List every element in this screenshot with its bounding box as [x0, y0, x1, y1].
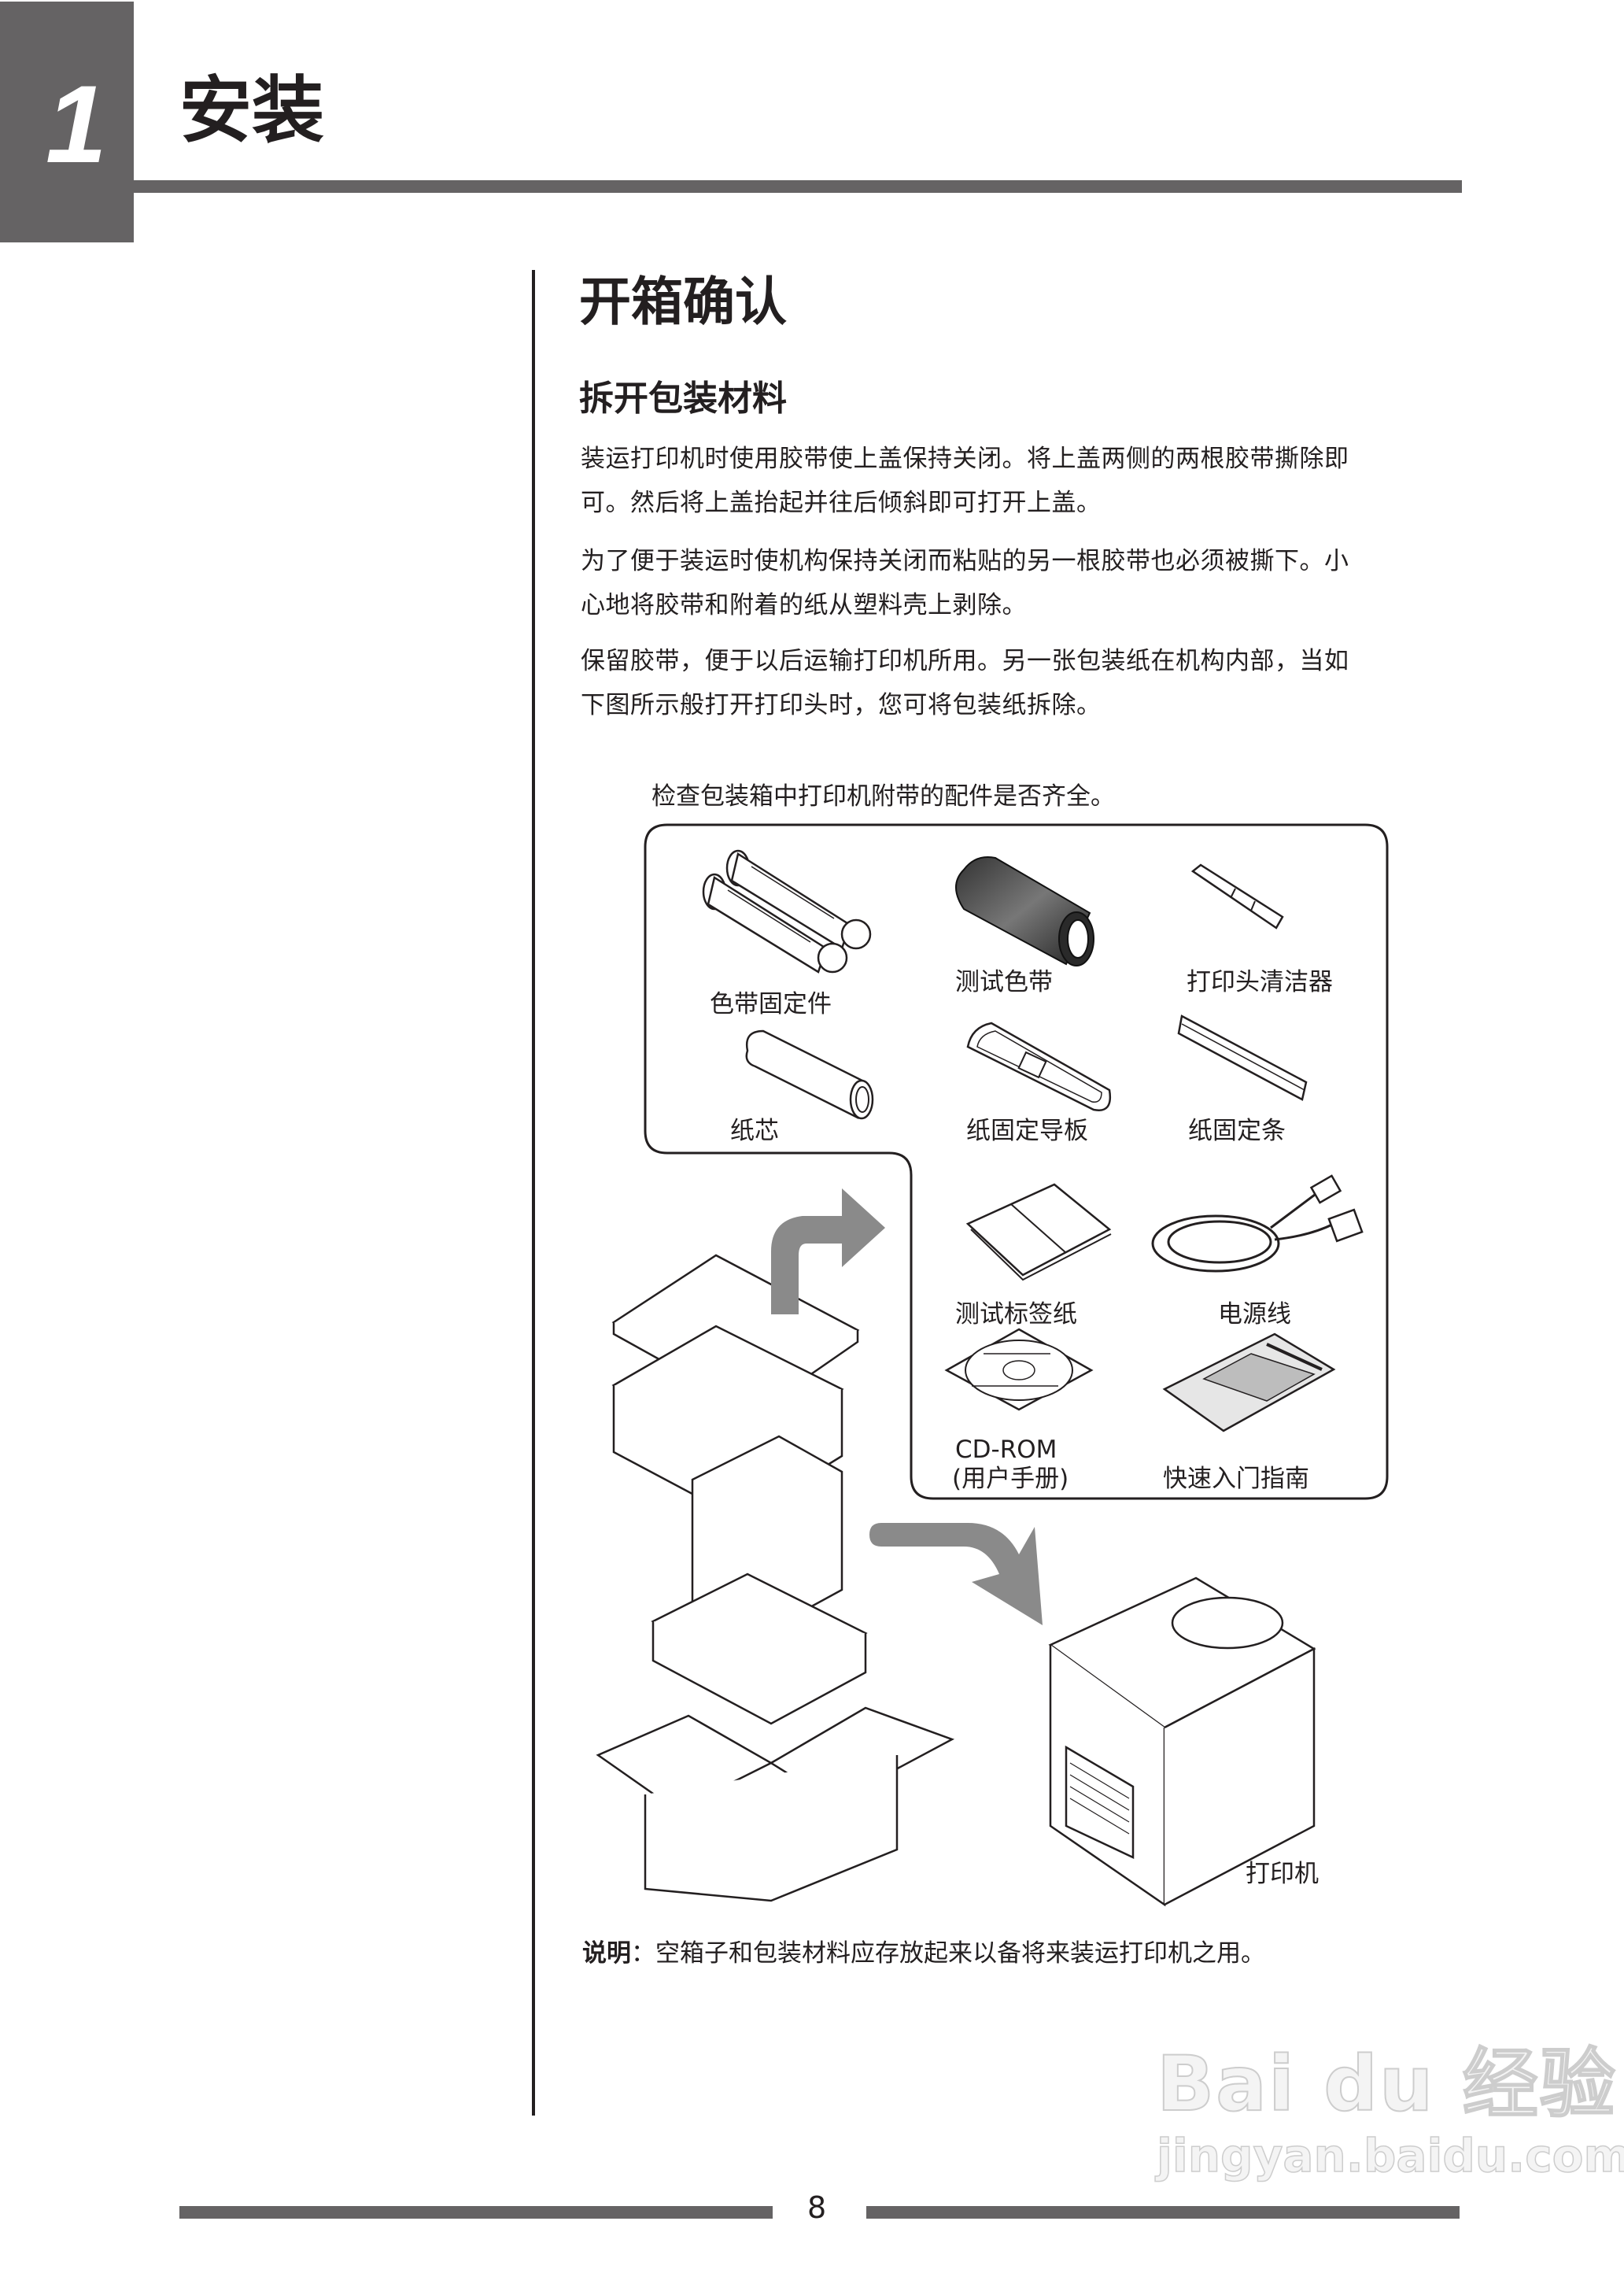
- ribbon-roll-icon: [955, 856, 1094, 966]
- accessory-label: 纸固定导板: [966, 1117, 1088, 1145]
- note-label: 说明: [582, 1939, 631, 1968]
- note: 说明：空箱子和包装材料应存放起来以备将来装运打印机之用。: [582, 1936, 1265, 1971]
- printer-label: 打印机: [1246, 1860, 1319, 1888]
- printer-illustration: [1048, 1576, 1316, 1907]
- baidu-watermark: Bai du 经验 jingyan.baidu.com: [1156, 2040, 1624, 2182]
- accessory-label: 色带固定件: [710, 990, 832, 1018]
- paragraph-2: 为了便于装运时使机构保持关闭而粘贴的另一根胶带也必须被撕下。小 心地将胶带和附着…: [581, 539, 1462, 627]
- accessory-label: CD-ROM: [955, 1436, 1057, 1464]
- power-cord-icon: [1151, 1174, 1364, 1273]
- section-title: 开箱确认: [579, 272, 787, 332]
- page-number: 8: [807, 2190, 827, 2225]
- quick-start-guide-icon: [1162, 1332, 1336, 1432]
- subsection-title: 拆开包装材料: [579, 379, 787, 419]
- cd-rom-icon: [944, 1328, 1094, 1411]
- paragraph-line: 心地将胶带和附着的纸从塑料壳上剥除。: [581, 591, 1027, 619]
- accessory-label: 测试标签纸: [955, 1300, 1077, 1329]
- paragraph-line: 可。然后将上盖抬起并往后倾斜即可打开上盖。: [581, 489, 1102, 517]
- accessory-label: 纸芯: [730, 1117, 779, 1145]
- margin-rule: [532, 270, 535, 2116]
- accessory-label: 打印头清洁器: [1187, 968, 1333, 996]
- paragraph-3: 保留胶带，便于以后运输打印机所用。另一张包装纸在机构内部，当如 下图所示般打开打…: [581, 639, 1462, 727]
- watermark-url: jingyan.baidu.com: [1156, 2129, 1624, 2182]
- arrow-down-right-icon: [869, 1523, 1043, 1625]
- paper-core-icon: [745, 1029, 874, 1120]
- accessory-label: 纸固定条: [1188, 1117, 1286, 1145]
- watermark-brand: Bai du 经验: [1156, 2040, 1617, 2128]
- paragraph-1: 装运打印机时使用胶带使上盖保持关闭。将上盖两侧的两根胶带撕除即 可。然后将上盖抬…: [581, 437, 1462, 525]
- paragraph-line: 保留胶带，便于以后运输打印机所用。另一张包装纸在机构内部，当如: [581, 647, 1349, 675]
- note-text: 空箱子和包装材料应存放起来以备将来装运打印机之用。: [655, 1939, 1265, 1968]
- chapter-divider: [134, 180, 1462, 193]
- note-separator: ：: [631, 1939, 655, 1968]
- packaging-exploded-illustration: [596, 1254, 955, 1902]
- accessory-label: 快速入门指南: [1163, 1465, 1309, 1493]
- footer-bar-right: [866, 2206, 1460, 2219]
- paragraph-line: 下图所示般打开打印头时，您可将包装纸拆除。: [581, 691, 1102, 719]
- chapter-number-block: [0, 2, 134, 242]
- test-labels-icon: [965, 1183, 1112, 1281]
- ribbon-holder-icon: [702, 849, 872, 974]
- chapter-number: 1: [46, 62, 107, 186]
- paper-fixing-bar-icon: [1177, 1014, 1308, 1101]
- paragraph-line: 装运打印机时使用胶带使上盖保持关闭。将上盖两侧的两根胶带撕除即: [581, 445, 1349, 473]
- figure-intro: 检查包装箱中打印机附带的配件是否齐全。: [651, 782, 1115, 811]
- accessory-label: 测试色带: [955, 968, 1053, 996]
- accessory-label: 电源线: [1218, 1300, 1291, 1329]
- footer-bar-left: [179, 2206, 773, 2219]
- paper-guide-plate-icon: [966, 1022, 1112, 1111]
- paragraph-line: 为了便于装运时使机构保持关闭而粘贴的另一根胶带也必须被撕下。小: [581, 547, 1349, 575]
- accessory-label-line2: (用户手册): [952, 1465, 1069, 1493]
- chapter-title: 安装: [179, 68, 325, 153]
- head-cleaner-pen-icon: [1190, 863, 1284, 929]
- arrow-up-right-icon: [771, 1188, 885, 1314]
